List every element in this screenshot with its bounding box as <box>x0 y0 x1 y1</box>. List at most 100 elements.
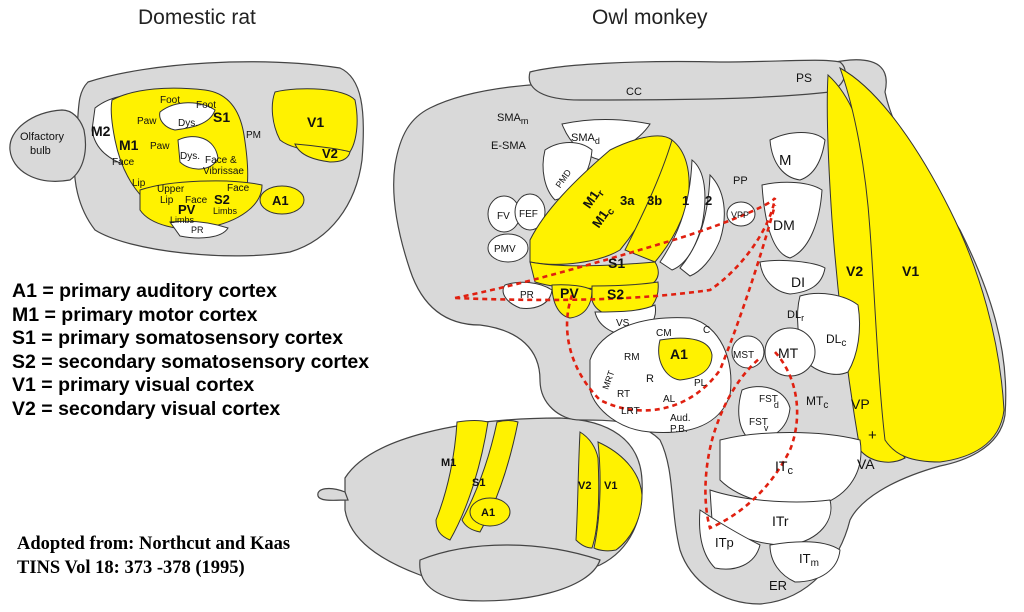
rat-label-s2: S2 <box>214 192 230 207</box>
monkey-label-s1: S1 <box>608 255 625 271</box>
rat-label-face: Face <box>112 157 135 168</box>
monkey-label-dlr: DLr <box>787 309 804 323</box>
rat-v2-area <box>294 143 351 163</box>
monkey-label-v2: V2 <box>846 263 863 279</box>
monkey-label-pl: PL <box>694 378 707 389</box>
monkey-area-2 <box>679 173 725 277</box>
small-label-a1: A1 <box>481 507 495 519</box>
rat-a1-area <box>259 185 305 215</box>
rat-label-v2: V2 <box>322 146 338 161</box>
monkey-v1-area <box>839 66 1005 463</box>
monkey-label-dlc: DLc <box>826 332 846 349</box>
rat-label-foot1: Foot <box>160 95 180 106</box>
rat-label-pv: PV <box>178 202 196 217</box>
monkey-label-itm: ITm <box>799 551 819 569</box>
monkey-label-sma2: SMAd <box>571 132 600 146</box>
monkey-label-al: AL <box>663 394 676 405</box>
monkey-pmv <box>487 233 529 263</box>
pathway-temporal <box>704 351 799 530</box>
monkey-label-rm: RM <box>624 352 640 363</box>
pathway-auditory <box>565 204 777 412</box>
legend-v2: V2 = secondary visual cortex <box>12 397 281 420</box>
small-m1-area <box>435 420 489 541</box>
monkey-label-fv: FV <box>497 211 510 222</box>
small-label-m1: M1 <box>441 457 456 469</box>
rat-label-pm: PM <box>246 130 261 141</box>
owl-monkey-flatmap: CC PS SMAm E-SMA SMAd PMD M1r M1c 3a 3b … <box>393 59 1007 605</box>
rat-label-m1: M1 <box>119 137 139 153</box>
credit-line-2: TINS Vol 18: 373 -378 (1995) <box>17 558 245 578</box>
pathway-frontal <box>454 197 777 302</box>
legend-s2: S2 = secondary somatosensory cortex <box>12 350 370 373</box>
small-brain-cerebellum <box>419 544 601 602</box>
monkey-label-itr: ITr <box>772 513 789 529</box>
rat-label-olfactory: Olfactory <box>20 131 65 143</box>
small-brain-stem <box>317 487 349 501</box>
monkey-label-vp: VP <box>851 396 870 412</box>
rat-label-v1: V1 <box>307 114 324 130</box>
monkey-label-vs: VS <box>616 318 630 329</box>
legend-s1: S1 = primary somatosensory cortex <box>12 327 344 349</box>
monkey-label-pmv: PMV <box>494 244 516 255</box>
monkey-label-mst: MST <box>733 350 754 361</box>
monkey-label-pv: PV <box>560 285 579 301</box>
monkey-a1-area <box>658 337 713 381</box>
monkey-label-pp: PP <box>733 175 748 187</box>
monkey-label-r: R <box>646 373 654 385</box>
rat-label-face3: Face <box>227 183 250 194</box>
rat-dys-area <box>177 136 219 170</box>
monkey-label-c: C <box>703 325 710 336</box>
monkey-label-va: VA <box>857 456 875 472</box>
rat-pv-s2-area <box>139 180 263 230</box>
rat-label-bulb: bulb <box>30 145 51 157</box>
monkey-label-2: 2 <box>705 193 712 208</box>
monkey-itm <box>769 541 841 583</box>
rat-label-limbs1: Limbs <box>170 215 195 225</box>
rat-label-m2: M2 <box>91 123 111 139</box>
monkey-label-plus: + <box>868 427 877 444</box>
monkey-label-3b: 3b <box>647 193 662 208</box>
rat-label-face-vib: Face & <box>205 155 237 166</box>
abbreviation-legend: A1 = primary auditory cortex M1 = primar… <box>12 280 369 421</box>
monkey-label-pr: PR <box>520 290 534 301</box>
monkey-fst <box>738 386 791 441</box>
monkey-label-3a: 3a <box>620 193 635 208</box>
monkey-label-e-sma: E-SMA <box>491 140 527 152</box>
monkey-fef <box>514 193 546 231</box>
legend-v1: V1 = primary visual cortex <box>12 374 255 396</box>
monkey-dm <box>761 181 823 259</box>
monkey-label-cc: CC <box>626 86 642 98</box>
monkey-label-vpp: VPP <box>731 210 749 220</box>
monkey-label-cm: CM <box>656 328 672 339</box>
monkey-di <box>759 259 826 295</box>
small-v2-area <box>575 431 600 549</box>
rat-label-pr: PR <box>191 225 204 235</box>
small-monkey-brain: M1 S1 A1 V2 V1 <box>317 417 643 602</box>
monkey-pv-area <box>551 284 593 319</box>
small-label-v2: V2 <box>578 480 591 492</box>
rat-label-a1: A1 <box>272 193 289 208</box>
small-label-v1: V1 <box>604 480 617 492</box>
small-a1-area <box>469 497 511 527</box>
monkey-label-er: ER <box>769 578 787 593</box>
monkey-label-dm: DM <box>773 217 795 233</box>
rat-label-lip: Lip <box>132 178 146 189</box>
monkey-label-di: DI <box>791 274 805 290</box>
monkey-title: Owl monkey <box>592 6 708 29</box>
monkey-label-rt: RT <box>617 389 630 400</box>
rat-label-upper: Upper <box>157 184 185 195</box>
monkey-m <box>769 132 826 181</box>
small-v1-area <box>593 441 643 552</box>
rat-label-face2: Face <box>185 195 208 206</box>
monkey-label-fstd: FSTd <box>759 394 779 410</box>
olfactory-bulb <box>9 109 87 182</box>
rat-label-foot2: Foot <box>196 100 216 111</box>
rat-pr-area <box>169 220 229 239</box>
rat-title: Domestic rat <box>138 6 256 29</box>
small-label-s1: S1 <box>472 477 485 489</box>
monkey-label-aud: Aud. <box>670 413 691 424</box>
rat-label-limbs2: Limbs <box>213 206 238 216</box>
monkey-label-mtc: MTc <box>806 394 828 411</box>
monkey-label-sma: SMAm <box>497 112 528 126</box>
